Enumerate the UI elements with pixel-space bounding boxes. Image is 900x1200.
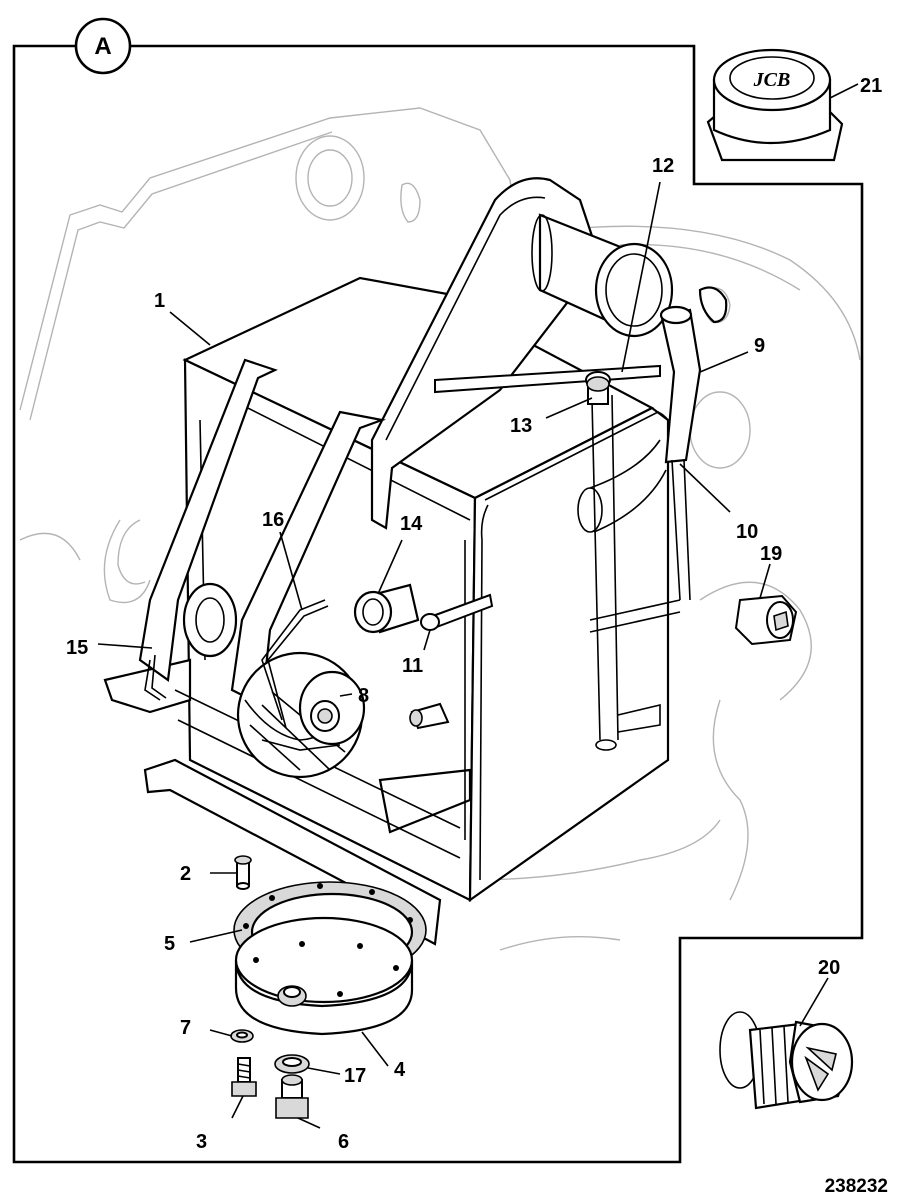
callout-16: 16 — [262, 509, 284, 531]
callout-10: 10 — [736, 521, 758, 543]
callout-12: 12 — [652, 155, 674, 177]
callout-19: 19 — [760, 543, 782, 565]
drain-plug-19 — [734, 594, 798, 646]
detail-frame — [12, 44, 864, 1164]
callout-labels: 1 2 3 4 5 6 7 8 9 10 11 12 13 14 15 16 1… — [66, 75, 882, 1153]
upright-bracket — [370, 177, 674, 530]
callout-5: 5 — [164, 933, 175, 955]
callout-14: 14 — [400, 513, 423, 535]
bushing-14 — [353, 583, 420, 634]
callout-7: 7 — [180, 1017, 191, 1039]
plug-6 — [275, 1074, 309, 1119]
washer-17 — [274, 1054, 310, 1074]
callout-17: 17 — [344, 1065, 366, 1087]
callout-21: 21 — [860, 75, 882, 97]
callout-15: 15 — [66, 637, 88, 659]
callout-11: 11 — [402, 655, 423, 677]
cover-plate-4 — [234, 916, 414, 1036]
callout-6: 6 — [338, 1131, 349, 1153]
washer-7 — [230, 1029, 254, 1043]
cap-screw-13 — [586, 376, 610, 405]
bolt-11 — [409, 593, 494, 730]
breather-pipe — [659, 286, 728, 601]
view-label: A — [94, 33, 111, 60]
figure-number: 238232 — [825, 1176, 888, 1197]
pump-housing — [236, 651, 366, 779]
cap-logo: JCB — [753, 69, 791, 91]
screw-2 — [234, 855, 252, 890]
callout-9: 9 — [754, 335, 765, 357]
callout-13: 13 — [510, 415, 532, 437]
leader-lines — [97, 83, 859, 1129]
sight-glass-20 — [719, 1011, 854, 1110]
callout-20: 20 — [818, 957, 840, 979]
screw-3 — [231, 1057, 257, 1097]
callout-1: 1 — [154, 290, 165, 312]
callout-3: 3 — [196, 1131, 207, 1153]
tank-body — [103, 276, 681, 946]
callout-8: 8 — [358, 685, 369, 707]
view-label-badge: A — [74, 17, 132, 75]
filler-cap-21: JCB — [706, 48, 844, 162]
wire-clips — [144, 599, 341, 751]
callout-2: 2 — [180, 863, 191, 885]
callout-4: 4 — [394, 1059, 406, 1081]
